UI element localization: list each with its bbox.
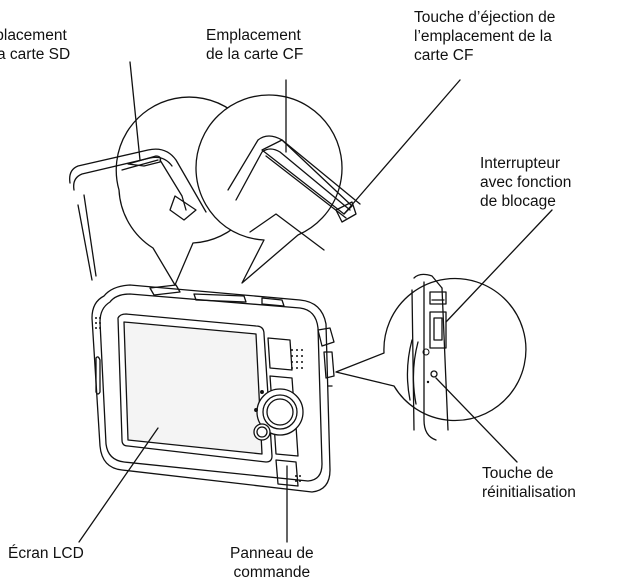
label-cf-slot: Emplacement de la carte CF bbox=[206, 27, 304, 63]
label-lock-switch: Interrupteur avec fonction de blocage bbox=[480, 155, 572, 210]
label-lcd-screen: Écran LCD bbox=[8, 545, 84, 562]
reset-icon bbox=[426, 380, 430, 384]
side-magnifier bbox=[335, 273, 527, 441]
label-sd-slot: Emplacement de la carte SD bbox=[0, 27, 71, 63]
label-cf-eject: Touche d’éjection de l’emplacement de la… bbox=[414, 9, 556, 64]
cf-slot-magnifier bbox=[195, 94, 361, 284]
device-body bbox=[91, 284, 335, 493]
label-control-panel: Panneau de commande bbox=[230, 545, 314, 581]
leader-lines bbox=[78, 61, 553, 543]
power-icon bbox=[422, 348, 430, 356]
label-reset-button: Touche de réinitialisation bbox=[482, 465, 576, 501]
